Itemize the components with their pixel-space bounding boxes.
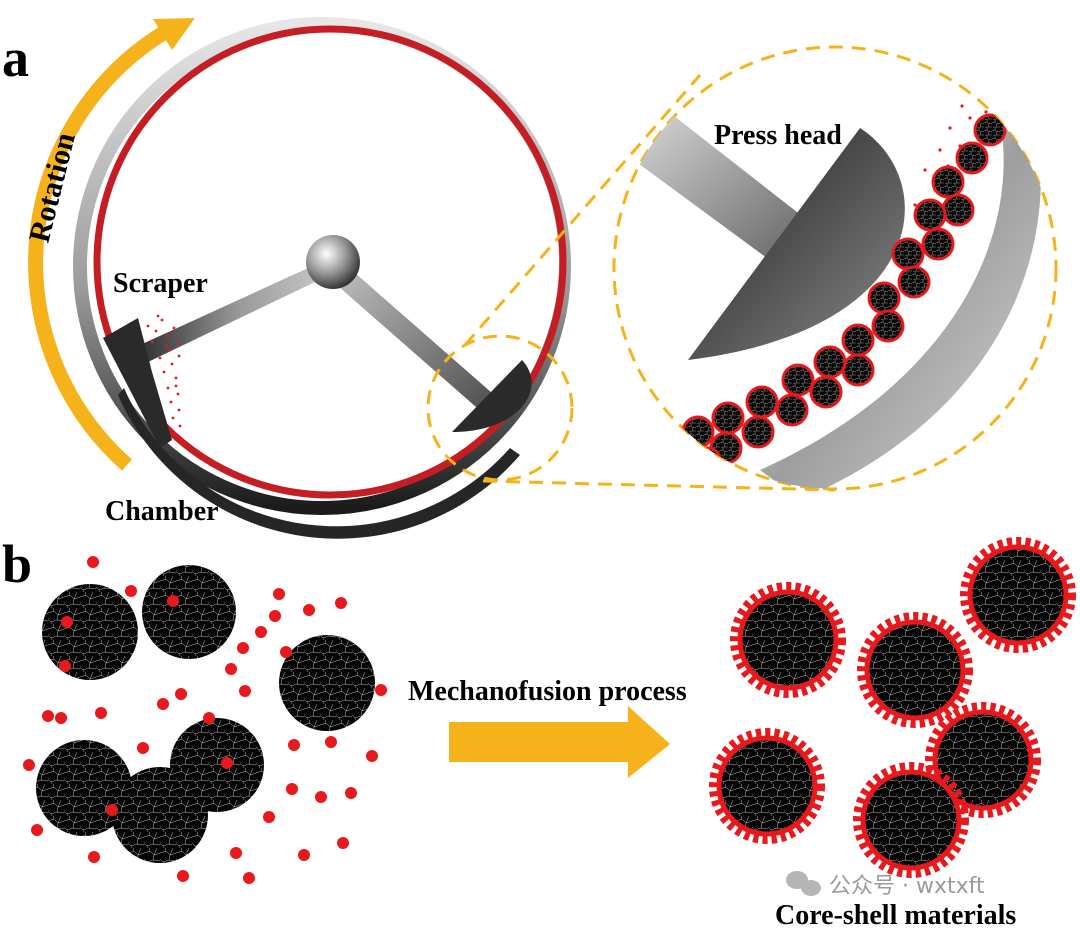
panel-a-label: a: [2, 28, 29, 88]
zoom-source-circle: [426, 334, 574, 482]
zoom-detail: [612, 45, 1058, 491]
core-shell-particle: [925, 702, 1041, 818]
rotor-hub: [306, 235, 360, 289]
scraped-powder: [146, 314, 183, 442]
product-label: Core-shell materials: [775, 900, 1016, 929]
rotation-label: Rotation: [23, 129, 82, 246]
rotor: [140, 235, 500, 414]
press-head-small: [452, 360, 532, 432]
core-shell-particle: [730, 582, 846, 698]
core-particle: [42, 584, 138, 680]
core-particle: [112, 767, 208, 863]
watermark: 公众号 · wxtxft: [786, 871, 985, 899]
core-particle: [142, 565, 236, 659]
loose-shell-particles: [23, 556, 387, 884]
process-label: Mechanofusion process: [408, 676, 687, 707]
core-shell-particle: [709, 728, 825, 844]
zoom-connector: [463, 74, 836, 492]
core-particle: [279, 635, 375, 731]
chamber-label: Chamber: [105, 496, 219, 527]
press-head-large: [688, 128, 905, 360]
scraper: [103, 314, 183, 448]
rotation-arrow: [28, 18, 195, 471]
core-shell-particle: [853, 762, 969, 878]
wechat-icon: [786, 871, 821, 896]
core-shell-particle: [857, 612, 973, 728]
panel-b-label: b: [2, 534, 32, 594]
process-arrow: [449, 706, 670, 778]
watermark-text: 公众号 · wxtxft: [829, 874, 985, 899]
scraper-label: Scraper: [113, 268, 208, 299]
core-shell-particle: [960, 537, 1076, 653]
press-head-label: Press head: [714, 120, 842, 151]
core-shell-particles: [709, 537, 1076, 878]
